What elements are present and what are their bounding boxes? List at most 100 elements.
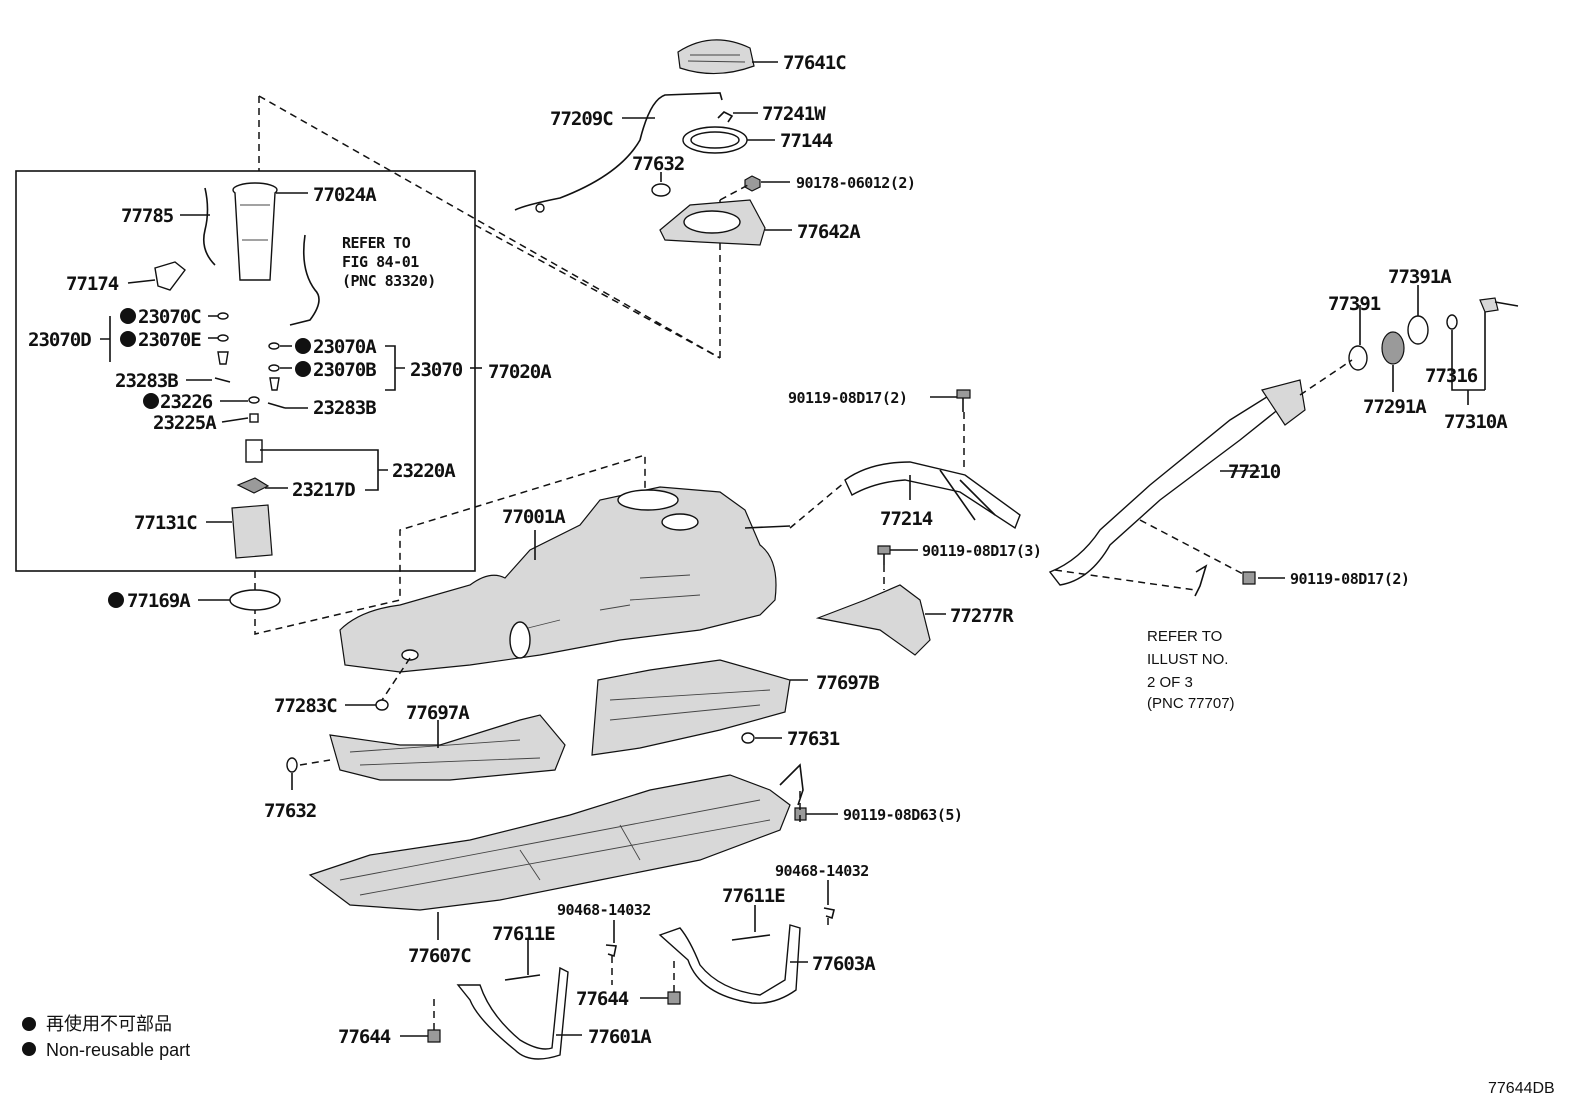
label-90468-left: 90468-14032 [557,901,651,919]
non-reusable-dot-23226 [143,393,159,409]
refer-illust-line2: ILLUST NO. [1147,651,1228,668]
sender-wire-77209c [514,92,723,213]
bolt-90119-08d17-2b [1242,571,1256,585]
refer-illust-line1: REFER TO [1147,628,1222,645]
fuel-inlet-pipe-77210 [1048,379,1306,586]
label-90119-08d17-2b: 90119-08D17(2) [1290,570,1409,588]
sender-wire-83320 [289,234,320,326]
label-77607c: 77607C [408,945,471,967]
label-90468-right: 90468-14032 [775,862,869,880]
label-77210: 77210 [1228,461,1281,483]
filler-hose-77214 [844,461,1021,530]
label-77644-center: 77644 [576,988,629,1010]
wire-77785 [202,187,216,266]
gasket-77169a [229,589,281,611]
label-77631: 77631 [787,728,840,750]
non-reusable-dot-23070b [295,361,311,377]
clip-77241w [717,111,734,123]
strap-77601a [456,966,569,1060]
pump-assembly-projection-lines [254,95,721,635]
label-77641c: 77641C [783,52,846,74]
label-23283b-right: 23283B [313,397,376,419]
label-77277r: 77277R [950,605,1014,627]
protector-77697a [329,714,566,781]
o-rings-right [267,342,286,409]
refer-fig-line2: FIG 84-01 [342,253,419,271]
label-77697a: 77697A [406,702,470,724]
label-90178: 90178-06012(2) [796,174,915,192]
label-77391a: 77391A [1388,266,1452,288]
filler-cap-parts [1348,297,1519,371]
o-rings-left [214,312,231,383]
clip-90468-left [605,944,617,958]
plug-77631 [741,732,755,744]
label-77642a: 77642A [797,221,861,243]
label-23217d: 23217D [292,479,355,501]
clip-90468-right [823,907,835,920]
label-77131c: 77131C [134,512,197,534]
label-77283c: 77283C [274,695,337,717]
label-77697b: 77697B [816,672,879,694]
bolt-90119-08d17-2a [956,389,971,412]
label-77291a: 77291A [1363,396,1427,418]
label-77601a: 77601A [588,1026,652,1048]
label-77241w: 77241W [762,103,826,125]
bolt-90119-08d17-3 [877,545,891,565]
filter-23217d [236,477,270,494]
label-77316: 77316 [1425,365,1478,387]
fuel-sender-cover-77641c [677,39,755,75]
non-reusable-dot-23070c [120,308,136,324]
leader-lines [100,61,1486,1037]
label-77209c: 77209C [550,108,613,130]
label-23070: 23070 [410,359,463,381]
label-77785: 77785 [121,205,174,227]
label-77020a: 77020A [488,361,552,383]
fuel-pump-23220a [245,396,263,463]
refer-illust-note: REFER TO ILLUST NO. 2 OF 3 (PNC 77707) [1147,628,1235,712]
label-77310a: 77310A [1444,411,1508,433]
label-90119-08d17-3: 90119-08D17(3) [922,542,1041,560]
bracket-77174 [154,261,186,291]
label-90119-08d17-2a: 90119-08D17(2) [788,389,907,407]
non-reusable-dot-23070a [295,338,311,354]
gasket-ring-77144 [682,126,748,154]
legend-dot-jp [22,1017,36,1031]
refer-illust-line3: 2 OF 3 [1147,674,1193,691]
part-labels: 77641C 77209C 77241W 77144 77632 90178-0… [28,52,1509,1048]
label-77632-bottom: 77632 [264,800,316,822]
bolt-90119-08d63 [794,807,807,821]
pump-cup-77131c [231,504,273,559]
legend-text-jp: 再使用不可部品 [46,1014,172,1034]
plug-77283c [375,699,389,711]
non-reusable-dot-77169a [108,592,124,608]
label-77024a: 77024A [313,184,377,206]
protector-77607c [308,763,804,911]
fuel-pump-module-77024a [232,182,278,281]
bolt-77644-center [667,991,681,1005]
label-77169a: 77169A [127,590,191,612]
refer-fig-note: REFER TO FIG 84-01 (PNC 83320) [342,234,436,290]
refer-illust-line4: (PNC 77707) [1147,695,1235,712]
label-23283b-left: 23283B [115,370,178,392]
bolt-77611e-right [731,934,771,941]
label-23070c: 23070C [138,306,201,328]
label-77603a: 77603A [812,953,876,975]
label-23226: 23226 [160,391,213,413]
label-77174: 77174 [66,273,119,295]
fuel-tank-77001a [339,486,791,673]
nut-90178 [744,175,761,192]
label-77611e-left: 77611E [492,923,555,945]
label-77144: 77144 [780,130,833,152]
legend: 再使用不可部品 Non-reusable part [22,1014,190,1060]
label-77391: 77391 [1328,293,1381,315]
label-77001a: 77001A [502,506,566,528]
strap-77603a [658,924,801,1004]
protector-77697b [591,659,791,756]
non-reusable-markers [108,308,311,608]
packing-77632-top [651,183,671,197]
label-23225a: 23225A [153,412,217,434]
label-90119-08d63: 90119-08D63(5) [843,806,962,824]
clamp-77707 [1194,564,1208,597]
label-23220a: 23220A [392,460,456,482]
